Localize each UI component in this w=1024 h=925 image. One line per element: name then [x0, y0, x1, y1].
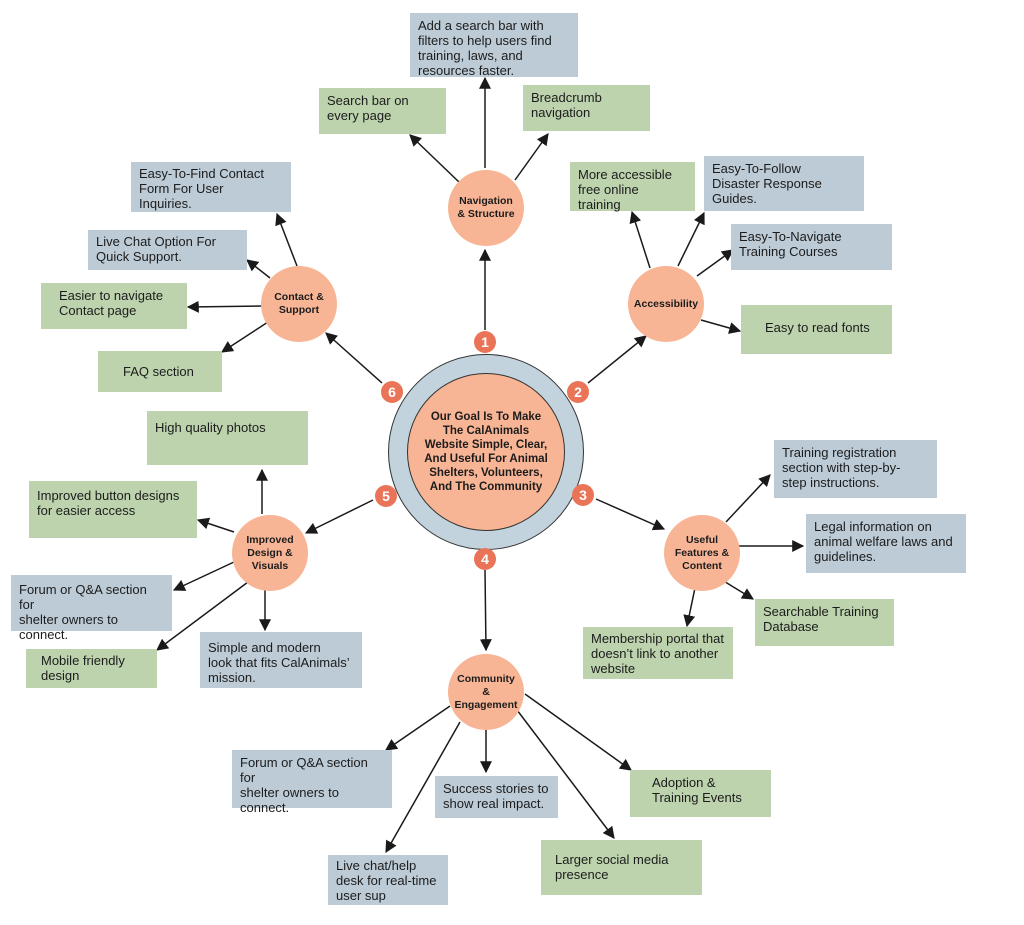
number-badge-6: 6 — [381, 381, 403, 403]
arrow-acc-to-fonts — [700, 319, 742, 334]
arrow-acc-to-navigate-courses — [696, 249, 734, 277]
box-useful-legal: Legal information on animal welfare laws… — [806, 514, 966, 573]
arrow-des-to-mobile — [156, 581, 249, 651]
center-goal: Our Goal Is To Make The CalAnimals Websi… — [407, 373, 565, 531]
number-badge-2: 2 — [567, 381, 589, 403]
number-badge-4: 4 — [474, 548, 496, 570]
arrow-center-to-useful — [595, 498, 666, 531]
box-com-success: Success stories to show real impact. — [435, 776, 558, 818]
box-des-modern: Simple and modern look that fits CalAnim… — [200, 632, 362, 688]
box-com-social: Larger social media presence — [541, 840, 702, 895]
number-badge-3: 3 — [572, 484, 594, 506]
arrow-con-to-navigate — [186, 300, 263, 313]
box-useful-membership: Membership portal that doesn’t link to a… — [583, 627, 733, 679]
arrow-con-to-livechat — [246, 259, 271, 279]
box-acc-disaster-guides: Easy-To-Follow Disaster Response Guides. — [704, 156, 864, 211]
box-con-navigate: Easier to navigate Contact page — [41, 283, 187, 329]
arrow-com-to-livechat — [385, 721, 461, 854]
arrow-useful-to-registration — [725, 474, 771, 523]
arrow-com-to-adoption — [524, 693, 632, 771]
hub-contact-support: Contact & Support — [261, 266, 337, 342]
arrow-nav-to-breadcrumb — [514, 133, 549, 181]
arrow-center-to-design — [304, 499, 374, 534]
box-acc-free-training: More accessible free online training — [570, 162, 695, 212]
box-con-faq: FAQ section — [98, 351, 222, 392]
box-nav-search-every-page: Search bar on every page — [319, 88, 446, 134]
box-com-forum: Forum or Q&A section for shelter owners … — [232, 750, 392, 815]
box-acc-navigate-courses: Easy-To-Navigate Training Courses — [731, 224, 892, 270]
arrow-com-to-forum — [385, 705, 451, 751]
hub-accessibility: Accessibility — [628, 266, 704, 342]
arrow-com-to-social — [516, 709, 615, 839]
box-useful-registration: Training registration section with step-… — [774, 440, 937, 498]
hub-improved-design-visuals: Improved Design & Visuals — [232, 515, 308, 591]
arrow-con-to-faq — [220, 321, 269, 353]
box-nav-search-filters: Add a search bar with filters to help us… — [410, 13, 578, 78]
arrow-center-to-contact — [325, 332, 383, 384]
arrow-nav-to-search-every-page — [409, 134, 461, 184]
box-com-livechat: Live chat/help desk for real-time user s… — [328, 855, 448, 905]
arrow-center-to-accessibility — [587, 335, 647, 384]
arrow-useful-to-database — [721, 579, 755, 600]
arrow-useful-to-membership — [683, 587, 696, 628]
number-badge-5: 5 — [375, 485, 397, 507]
box-nav-breadcrumb: Breadcrumb navigation — [523, 85, 650, 131]
arrow-center-to-community — [479, 569, 492, 652]
arrow-con-to-form — [275, 212, 298, 267]
box-con-livechat: Live Chat Option For Quick Support. — [88, 230, 247, 270]
number-badge-1: 1 — [474, 331, 496, 353]
hub-useful-features-content: Useful Features & Content — [664, 515, 740, 591]
box-con-form: Easy-To-Find Contact Form For User Inqui… — [131, 162, 291, 212]
arrow-acc-to-free-training — [629, 210, 651, 269]
box-des-buttons: Improved button designs for easier acces… — [29, 481, 197, 538]
box-des-mobile: Mobile friendly design — [26, 649, 157, 688]
hub-community-engagement: Community & Engagement — [448, 654, 524, 730]
box-des-forum: Forum or Q&A section for shelter owners … — [11, 575, 172, 642]
arrow-acc-to-disaster-guides — [677, 211, 705, 267]
box-des-photos: High quality photos — [147, 411, 308, 465]
hub-navigation-structure: Navigation & Structure — [448, 170, 524, 246]
arrow-des-to-buttons — [196, 517, 235, 533]
box-com-adoption: Adoption & Training Events — [630, 770, 771, 817]
arrow-des-to-forum — [172, 561, 235, 591]
box-acc-fonts: Easy to read fonts — [741, 305, 892, 354]
box-useful-database: Searchable Training Database — [755, 599, 894, 646]
